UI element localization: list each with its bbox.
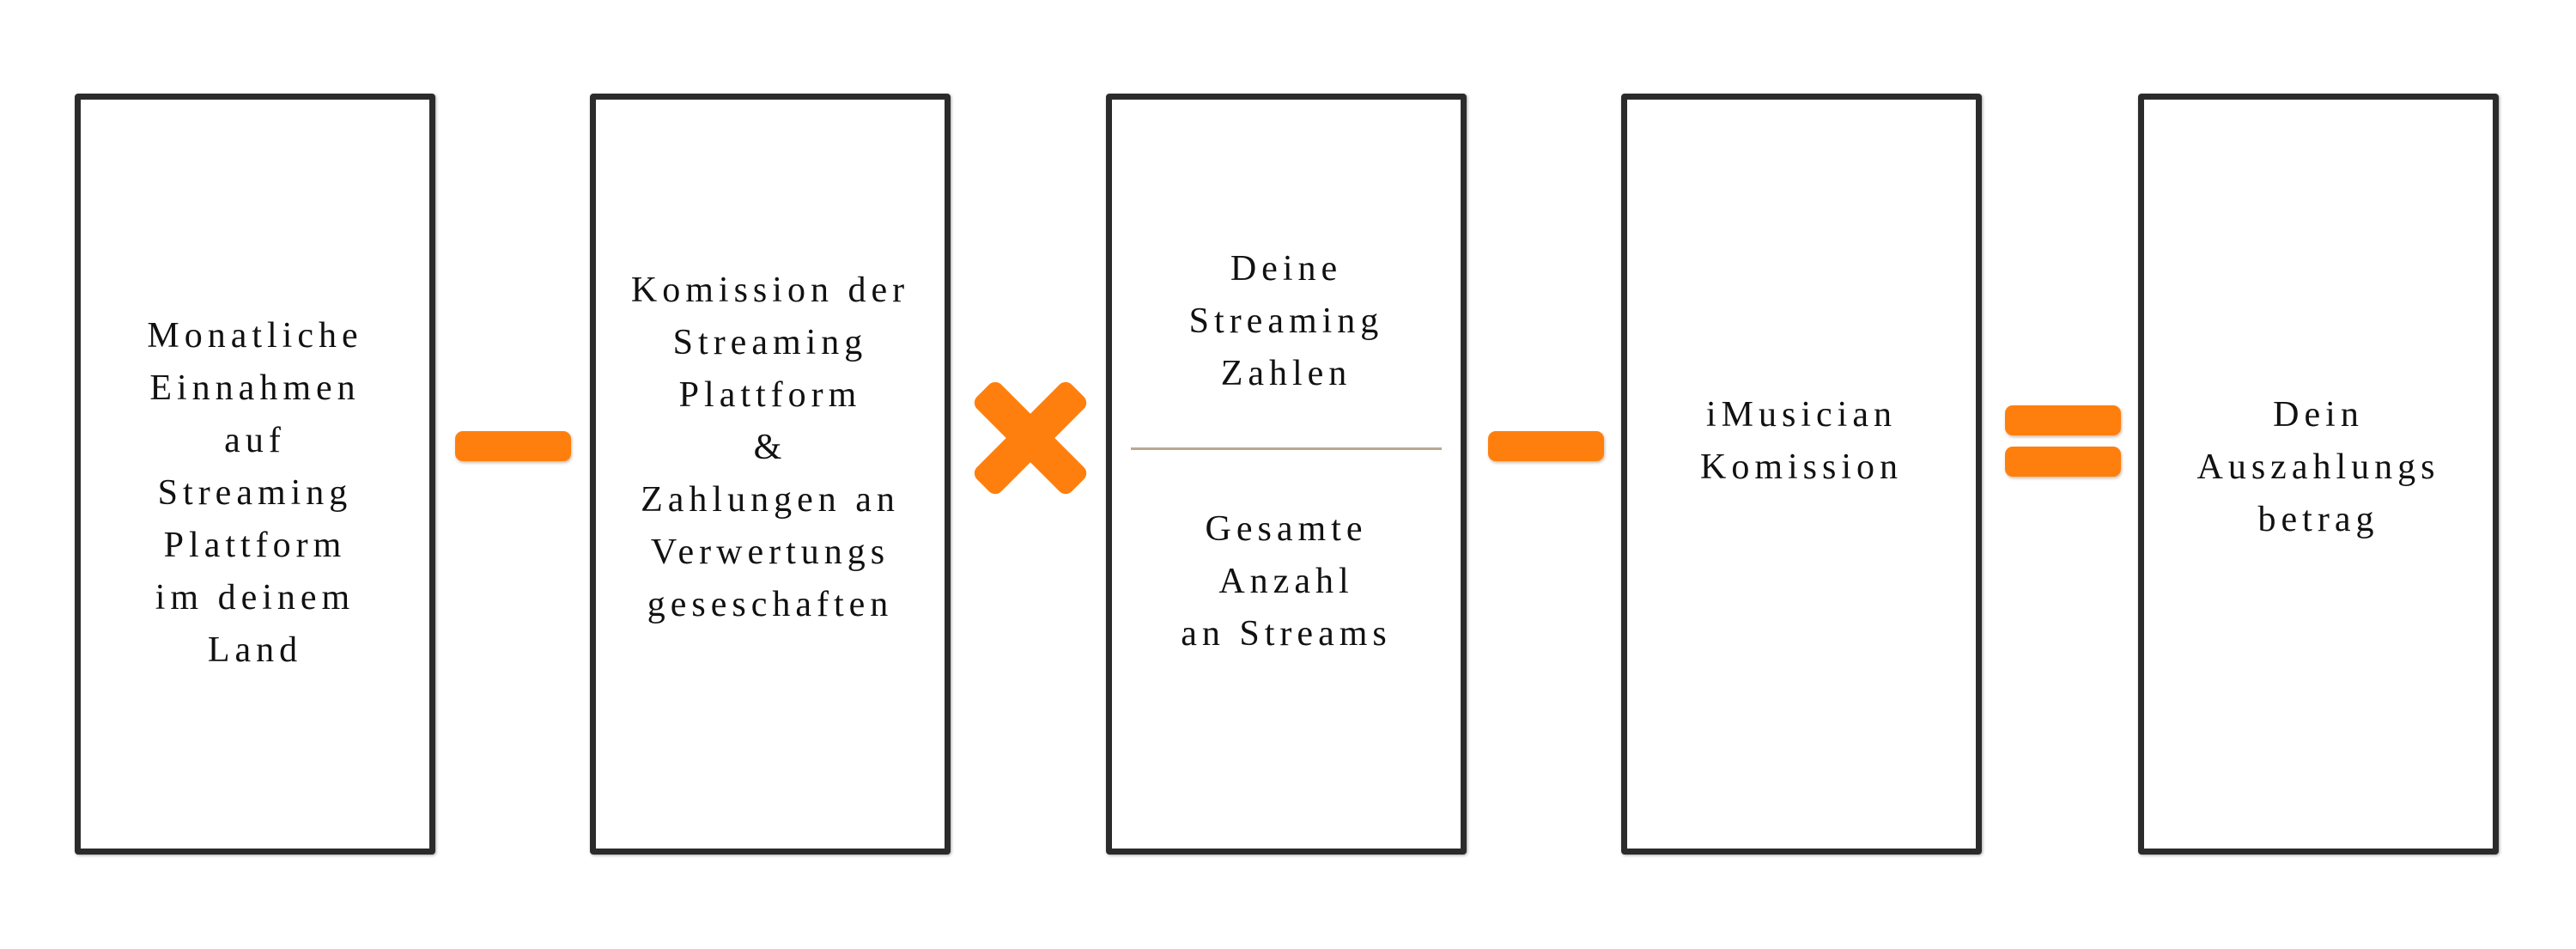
equals-bar-bottom: [2005, 447, 2121, 477]
fraction-denominator: Gesamte Anzahl an Streams: [1181, 509, 1392, 654]
box-platform-commission-label: Komission der Streaming Plattform & Zahl…: [630, 271, 910, 624]
multiply-bar-b: [974, 381, 1087, 495]
box-payout-amount-label: Dein Auszahlungs betrag: [2196, 395, 2440, 539]
box-imusician-commission-label: iMusician Komission: [1699, 395, 1904, 487]
box-monthly-revenue-label: Monatliche Einnahmen auf Streaming Platt…: [147, 316, 363, 670]
fraction-divider: [1131, 447, 1442, 450]
minus-bar: [455, 431, 571, 461]
box-streaming-ratio: Deine Streaming Zahlen Gesamte Anzahl an…: [1106, 94, 1467, 855]
box-platform-commission: Komission der Streaming Plattform & Zahl…: [590, 94, 951, 855]
box-imusician-commission: iMusician Komission: [1621, 94, 1982, 855]
box-payout-amount: Dein Auszahlungs betrag: [2138, 94, 2499, 855]
multiply-icon: [974, 381, 1087, 495]
minus-bar: [1488, 431, 1604, 461]
equals-bar-top: [2005, 405, 2121, 435]
fraction-numerator: Deine Streaming Zahlen: [1188, 249, 1384, 393]
box-monthly-revenue: Monatliche Einnahmen auf Streaming Platt…: [75, 94, 435, 855]
